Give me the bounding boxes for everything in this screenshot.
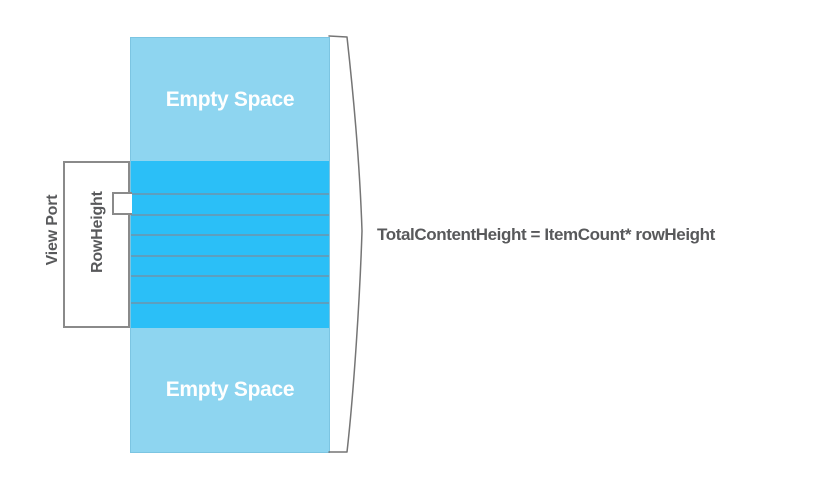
empty-space-bottom-label: Empty Space: [165, 377, 295, 401]
row-separator-line: [131, 255, 329, 257]
viewport-outline: [63, 161, 130, 328]
row-separator-line: [131, 275, 329, 277]
row-separator-line: [131, 234, 329, 236]
empty-space-bottom-block: Empty Space: [131, 327, 329, 453]
view-port-label: View Port: [44, 194, 61, 266]
formula-text: TotalContentHeight = ItemCount* rowHeigh…: [377, 225, 715, 244]
row-separator-line: [131, 302, 329, 304]
row-height-label: RowHeight: [89, 191, 106, 273]
empty-space-top-block: Empty Space: [131, 38, 329, 162]
empty-space-top-label: Empty Space: [165, 87, 295, 111]
row-separator-line: [131, 214, 329, 216]
visible-rows-block: [131, 161, 329, 328]
row-separator-line: [131, 193, 329, 195]
row-height-marker: [112, 192, 132, 215]
content-column: Empty Space Empty Space: [130, 37, 330, 453]
